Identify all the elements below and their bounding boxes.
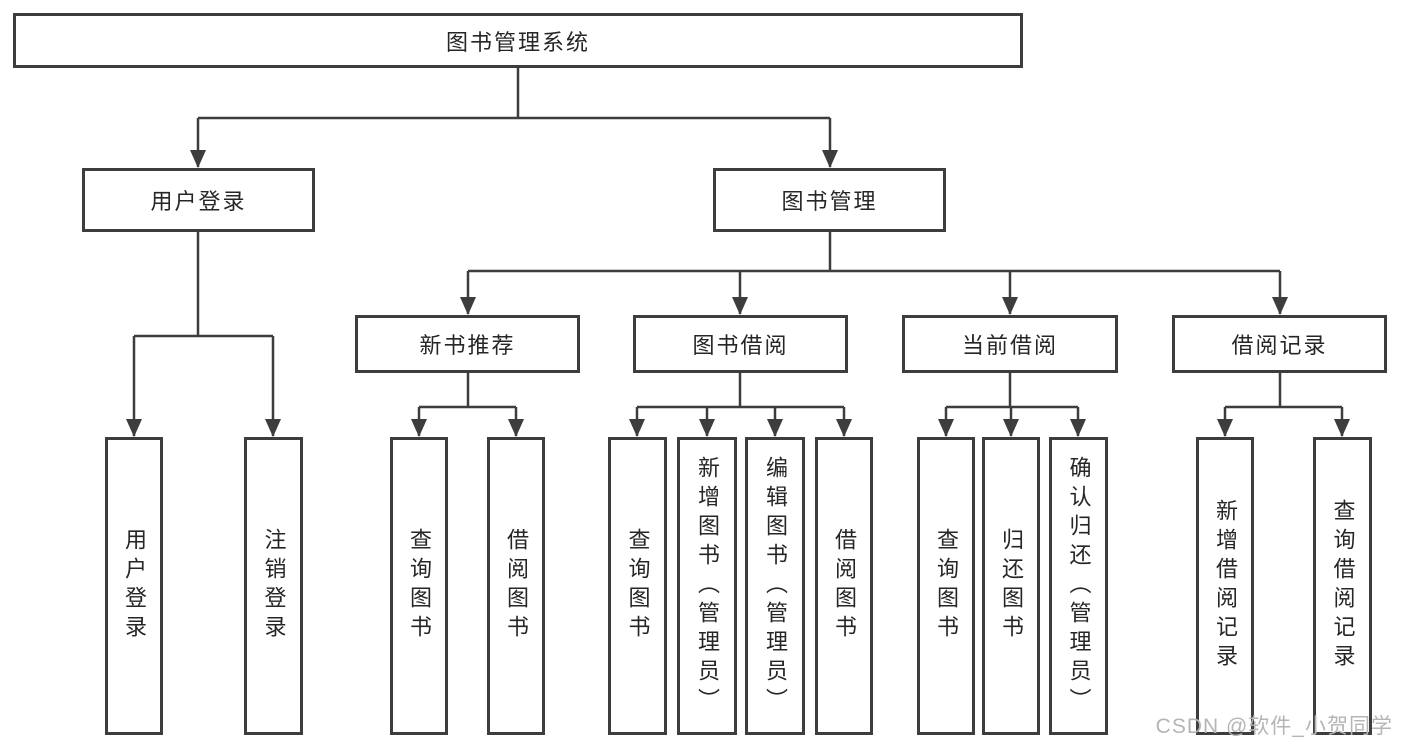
connector-current-borrow-children — [938, 373, 1086, 437]
leaf-bb-borrow-books: 借阅图书 — [815, 437, 873, 735]
node-book-borrowing: 图书借阅 — [633, 315, 848, 373]
connector-user-login-children — [126, 232, 281, 437]
node-user-login-label: 用户登录 — [150, 189, 247, 214]
node-borrow-records: 借阅记录 — [1172, 315, 1387, 373]
leaf-br-query-record: 查询借阅记录 — [1313, 437, 1372, 735]
node-new-book-recommend: 新书推荐 — [355, 315, 580, 373]
node-book-borrowing-label: 图书借阅 — [692, 333, 789, 358]
leaf-user-login: 用户登录 — [105, 437, 163, 735]
leaf-nbr-borrow-books-label: 借阅图书 — [504, 528, 529, 644]
leaf-cb-query-books-label: 查询图书 — [934, 528, 959, 644]
node-new-book-recommend-label: 新书推荐 — [419, 333, 516, 358]
leaf-br-query-record-label: 查询借阅记录 — [1330, 499, 1356, 673]
leaf-user-login-label: 用户登录 — [122, 528, 147, 644]
connector-new-book-rec-children — [411, 373, 524, 437]
leaf-bb-query-books: 查询图书 — [608, 437, 667, 735]
leaf-br-add-record: 新增借阅记录 — [1196, 437, 1254, 735]
connector-book-borrow-children — [629, 373, 852, 437]
leaf-bb-borrow-books-label: 借阅图书 — [832, 528, 857, 644]
leaf-cb-return-books-label: 归还图书 — [999, 528, 1024, 644]
leaf-cb-confirm-return-admin-label: 确认归还（管理员） — [1066, 455, 1092, 717]
leaf-logout-label: 注销登录 — [261, 528, 287, 644]
leaf-bb-add-books-admin: 新增图书（管理员） — [677, 437, 737, 735]
connector-book-mgmt-children — [460, 232, 1288, 315]
leaf-cb-query-books: 查询图书 — [917, 437, 975, 735]
leaf-bb-query-books-label: 查询图书 — [625, 528, 651, 644]
connector-borrow-records-children — [1217, 373, 1350, 437]
leaf-logout: 注销登录 — [244, 437, 303, 735]
node-book-management-label: 图书管理 — [781, 189, 878, 214]
node-book-management: 图书管理 — [713, 168, 946, 232]
leaf-nbr-borrow-books: 借阅图书 — [487, 437, 545, 735]
leaf-cb-confirm-return-admin: 确认归还（管理员） — [1049, 437, 1108, 735]
node-user-login: 用户登录 — [82, 168, 315, 232]
leaf-bb-edit-books-admin-label: 编辑图书（管理员） — [763, 455, 788, 717]
node-current-borrowing: 当前借阅 — [902, 315, 1118, 373]
leaf-bb-add-books-admin-label: 新增图书（管理员） — [695, 455, 720, 717]
leaf-bb-edit-books-admin: 编辑图书（管理员） — [745, 437, 805, 735]
leaf-cb-return-books: 归还图书 — [982, 437, 1040, 735]
leaf-br-add-record-label: 新增借阅记录 — [1213, 499, 1238, 673]
node-library-system: 图书管理系统 — [13, 13, 1023, 68]
node-borrow-records-label: 借阅记录 — [1231, 333, 1328, 358]
connector-root-to-level2 — [190, 68, 838, 168]
node-library-system-label: 图书管理系统 — [445, 29, 590, 55]
leaf-nbr-query-books-label: 查询图书 — [407, 528, 432, 644]
leaf-nbr-query-books: 查询图书 — [390, 437, 448, 735]
node-current-borrowing-label: 当前借阅 — [961, 333, 1058, 358]
watermark-csdn: CSDN @软件_小贺同学 — [1155, 715, 1393, 738]
